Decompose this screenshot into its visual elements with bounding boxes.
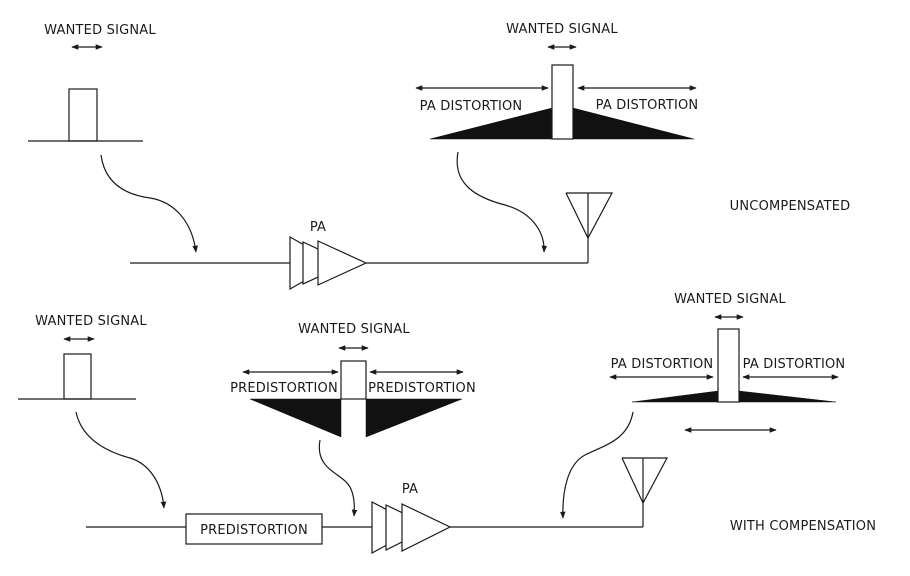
bottom-pa-amplifier: PA xyxy=(371,482,452,555)
top-antenna-icon xyxy=(565,192,613,240)
top-input-label: WANTED SIGNAL xyxy=(44,23,156,38)
top-input-curve-arrow xyxy=(100,154,198,253)
bottom-distortion-right-label: PA DISTORTION xyxy=(743,357,846,372)
bottom-left-predist-wedge xyxy=(249,398,342,438)
bottom-input-signal-bar xyxy=(63,353,92,400)
bottom-antenna-icon xyxy=(621,457,668,505)
bottom-predist-left-label: PREDISTORTION xyxy=(230,381,338,396)
bottom-output-spectrum: WANTED SIGNAL PA DISTORTION PA DISTORTIO… xyxy=(609,292,846,433)
bottom-pa-label: PA xyxy=(402,482,418,497)
bottom-right-predist-wedge xyxy=(365,398,463,438)
top-input-spectrum: WANTED SIGNAL xyxy=(28,23,156,142)
bottom-block-label: PREDISTORTION xyxy=(200,523,308,538)
bottom-right-distortion-wedge xyxy=(738,390,837,403)
top-pa-amplifier: PA xyxy=(289,220,368,291)
bottom-mode-label: WITH COMPENSATION xyxy=(730,519,876,534)
bottom-left-distortion-wedge xyxy=(631,390,719,403)
top-mode-label: UNCOMPENSATED xyxy=(730,199,851,214)
bottom-output-curve-arrow xyxy=(559,411,634,519)
bottom-predist-label: WANTED SIGNAL xyxy=(298,322,410,337)
bottom-output-label: WANTED SIGNAL xyxy=(674,292,786,307)
bottom-distortion-left-label: PA DISTORTION xyxy=(611,357,714,372)
bottom-predist-curve-arrow xyxy=(318,439,358,517)
top-output-label: WANTED SIGNAL xyxy=(506,22,618,37)
bottom-output-signal-bar xyxy=(717,328,740,403)
top-distortion-left-label: PA DISTORTION xyxy=(420,99,523,114)
top-pa-label: PA xyxy=(310,220,326,235)
bottom-predistortion-spectrum: WANTED SIGNAL PREDISTORTION PREDISTORTIO… xyxy=(230,322,476,438)
top-output-signal-bar xyxy=(551,64,574,140)
top-input-signal-bar xyxy=(68,88,98,142)
bottom-input-curve-arrow xyxy=(75,411,167,509)
bottom-predist-signal-bar xyxy=(340,360,367,400)
top-output-curve-arrow xyxy=(456,151,548,253)
bottom-predist-right-label: PREDISTORTION xyxy=(368,381,476,396)
bottom-input-spectrum: WANTED SIGNAL xyxy=(18,314,147,400)
bottom-input-label: WANTED SIGNAL xyxy=(35,314,147,329)
top-distortion-right-label: PA DISTORTION xyxy=(596,98,699,113)
bottom-predistortion-block: PREDISTORTION xyxy=(185,513,323,545)
top-output-spectrum: WANTED SIGNAL PA DISTORTION PA DISTORTIO… xyxy=(415,22,699,140)
